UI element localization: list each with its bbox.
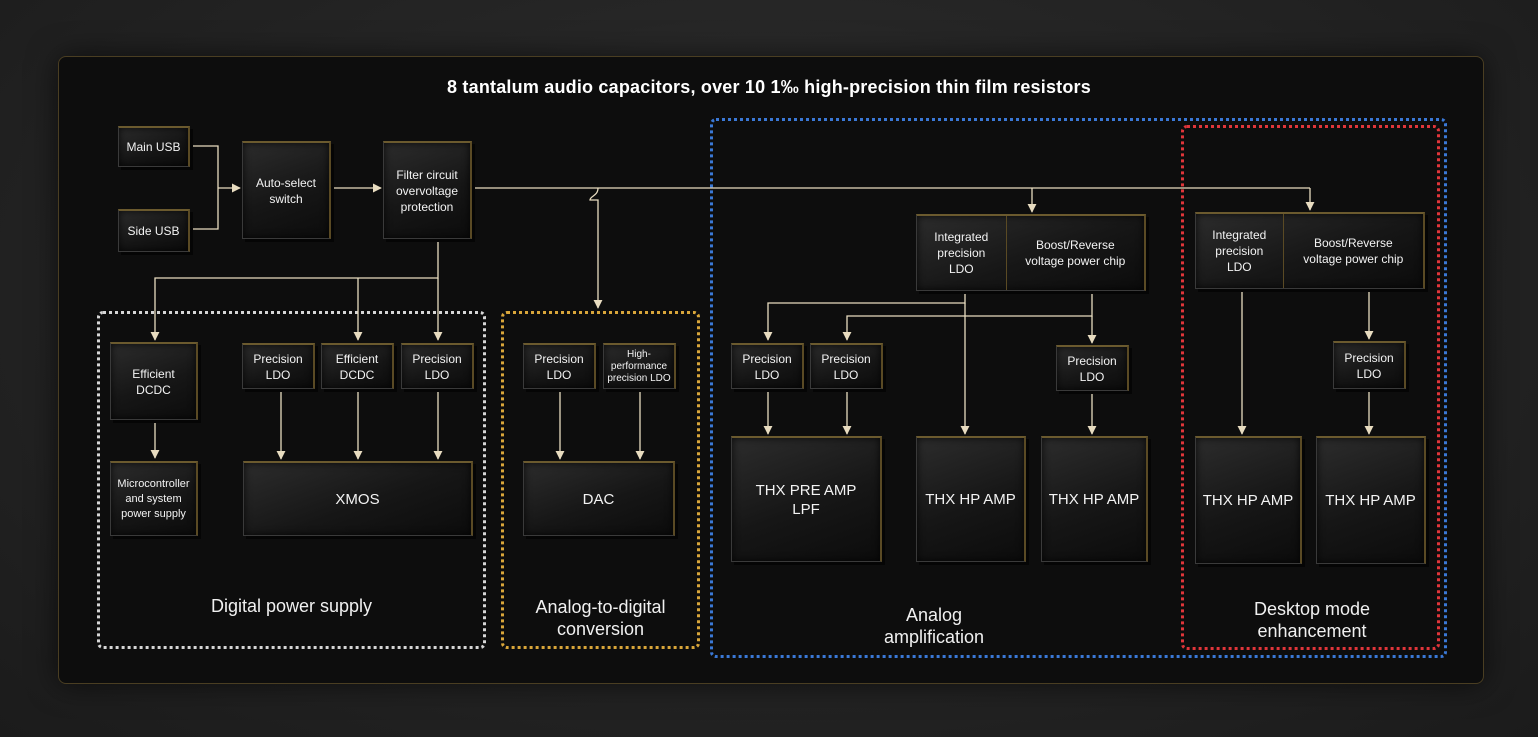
efficient-dcdc-block: Efficient DCDC	[110, 342, 198, 420]
microcontroller-block: Microcontroller and system power supply	[110, 461, 198, 536]
desktop-mode-label: Desktop mode enhancement	[1253, 599, 1371, 641]
thx-hp-amp-block-4: THX HP AMP	[1316, 436, 1426, 564]
thx-hp-amp-block-3: THX HP AMP	[1195, 436, 1302, 564]
main-usb-block: Main USB	[118, 126, 190, 167]
filter-circuit-block: Filter circuit overvoltage protection	[383, 141, 472, 239]
analog-amplification-label: Analog amplification	[883, 605, 985, 647]
boost-reverse-chip: Boost/Reverse voltage power chip	[1025, 238, 1126, 268]
precision-ldo-desktop: Precision LDO	[1333, 341, 1406, 389]
precision-ldo-analog-2: Precision LDO	[810, 343, 883, 389]
group-desktop-mode	[1181, 125, 1440, 650]
power-chip-block-2: Integrated precision LDO Boost/Reverse v…	[1195, 212, 1425, 289]
group-analog-to-digital	[501, 311, 700, 649]
high-performance-ldo-block: High- performance precision LDO	[603, 343, 676, 389]
thx-hp-amp-block-1: THX HP AMP	[916, 436, 1026, 562]
precision-ldo-analog-3: Precision LDO	[1056, 345, 1129, 391]
dac-block: DAC	[523, 461, 675, 536]
xmos-block: XMOS	[243, 461, 473, 536]
analog-to-digital-label: Analog-to-digital conversion	[535, 597, 666, 639]
group-analog-amplification	[710, 118, 1447, 658]
thx-pre-amp-block: THX PRE AMP LPF	[731, 436, 882, 562]
efficient-dcdc-block-2: Efficient DCDC	[321, 343, 394, 389]
diagram-title: 8 tantalum audio capacitors, over 10 1‰ …	[447, 77, 1091, 97]
integrated-precision-ldo: Integrated precision LDO	[917, 216, 1007, 290]
side-usb-block: Side USB	[118, 209, 190, 252]
precision-ldo-analog-1: Precision LDO	[731, 343, 804, 389]
boost-reverse-chip-2: Boost/Reverse voltage power chip	[1303, 236, 1404, 266]
precision-ldo-block-2: Precision LDO	[401, 343, 474, 389]
integrated-precision-ldo-2: Integrated precision LDO	[1196, 214, 1284, 288]
digital-power-supply-label: Digital power supply	[210, 596, 373, 616]
power-chip-block-1: Integrated precision LDO Boost/Reverse v…	[916, 214, 1146, 291]
thx-hp-amp-block-2: THX HP AMP	[1041, 436, 1148, 562]
auto-select-switch-block: Auto-select switch	[242, 141, 331, 239]
precision-ldo-adc-block: Precision LDO	[523, 343, 596, 389]
precision-ldo-block: Precision LDO	[242, 343, 315, 389]
